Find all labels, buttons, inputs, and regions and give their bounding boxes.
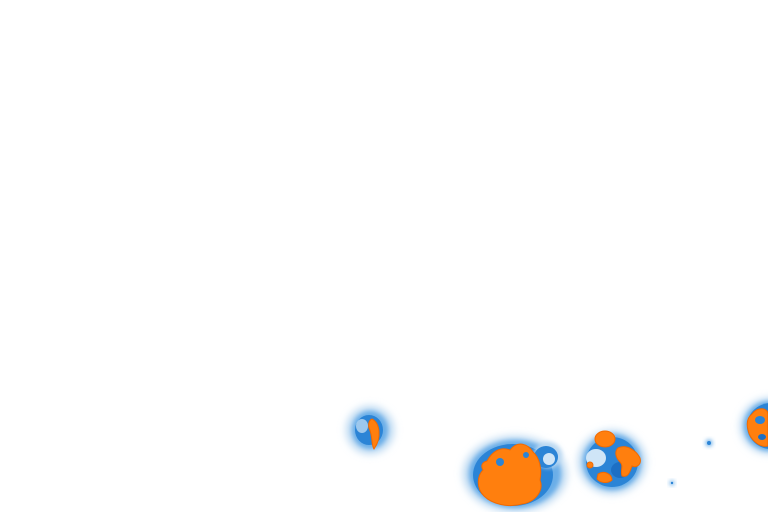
blob-large-center — [463, 436, 567, 512]
blob-edge-right — [740, 398, 768, 454]
blob-mixed-right — [578, 430, 646, 494]
speck-a — [705, 439, 713, 447]
speck-b — [669, 480, 675, 486]
blob-small-left — [346, 406, 394, 454]
